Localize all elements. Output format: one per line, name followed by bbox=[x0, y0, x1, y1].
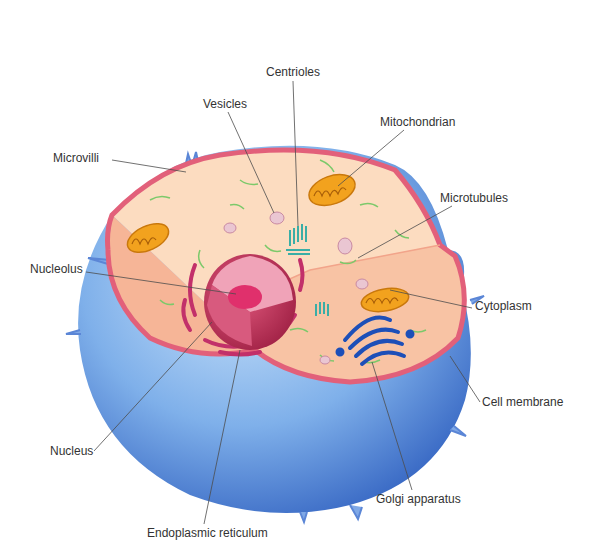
part-label: Centrioles bbox=[266, 65, 320, 79]
part-label: Microtubules bbox=[440, 191, 508, 205]
part-label: Golgi apparatus bbox=[376, 492, 461, 506]
nucleus bbox=[204, 254, 296, 350]
part-label: Microvilli bbox=[53, 151, 99, 165]
part-label: Nucleus bbox=[50, 444, 93, 458]
cell-sphere bbox=[78, 146, 471, 513]
part-label: Cell membrane bbox=[482, 395, 563, 409]
microtubules bbox=[150, 160, 426, 363]
part-label: Endoplasmic reticulum bbox=[147, 526, 268, 540]
part-label: Vesicles bbox=[203, 97, 247, 111]
membrane-rim bbox=[108, 150, 465, 382]
part-label: Cytoplasm bbox=[475, 299, 532, 313]
mitochondria bbox=[123, 169, 411, 315]
part-label: Mitochondrian bbox=[380, 115, 455, 129]
leader-lines bbox=[86, 81, 480, 524]
part-label: Nucleolus bbox=[30, 262, 83, 276]
golgi-apparatus bbox=[338, 318, 413, 365]
